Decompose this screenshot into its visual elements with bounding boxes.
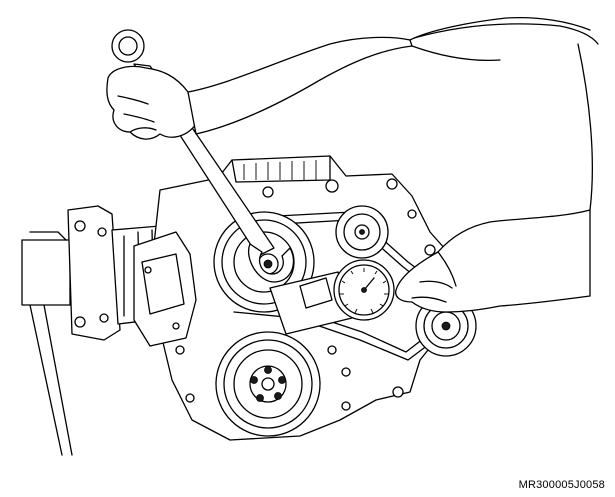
arm-outline [414,24,598,210]
compressor-pulley [216,332,320,436]
hand-holding-wrench [107,18,590,139]
figure-caption-code: MR300005J0058 [518,479,605,491]
accessory-bracket [134,232,196,346]
mounting-stand [22,232,72,455]
idler-pulley-upper [336,206,388,258]
belt-tension-gauge [270,260,394,334]
hand-pressing-gauge [396,210,590,312]
